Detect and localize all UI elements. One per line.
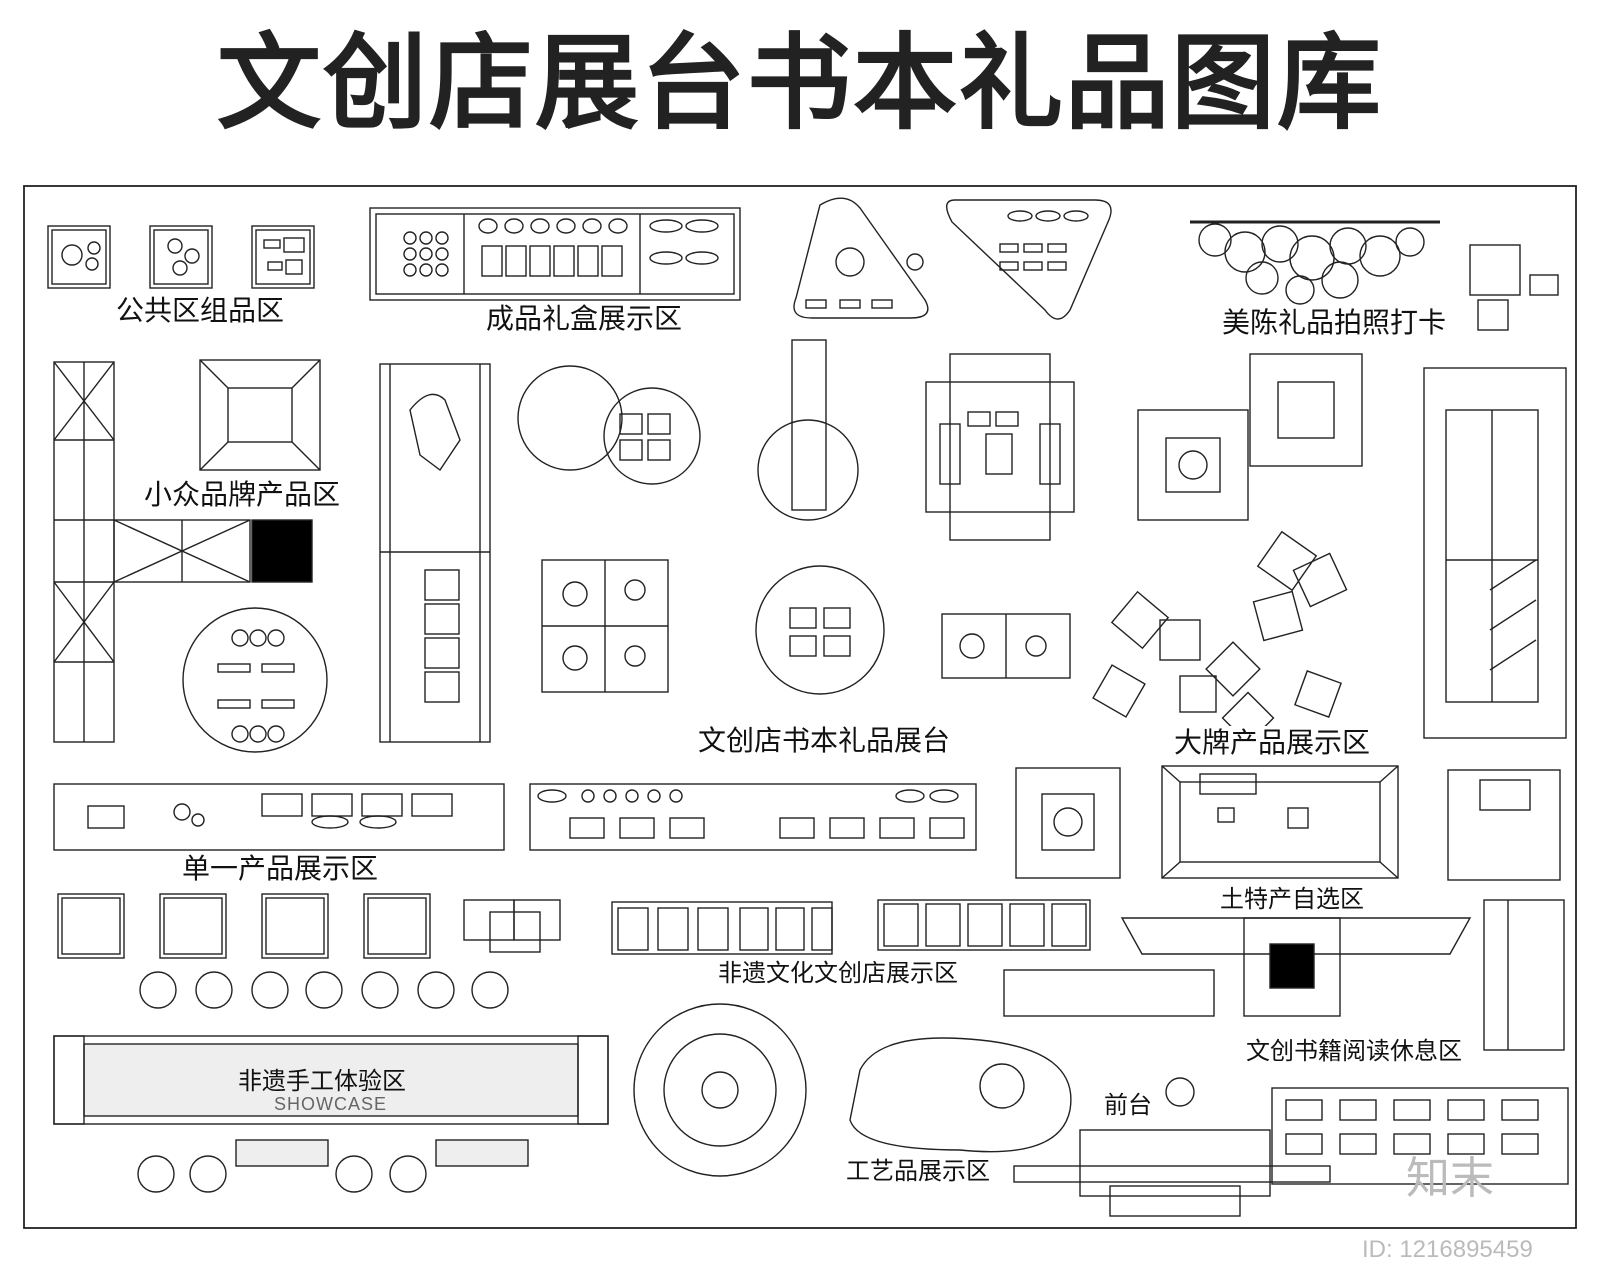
niche-brand-shelves	[53, 359, 328, 753]
zone-label-heritage-culture: 非遗文化文创店展示区	[716, 956, 960, 990]
diamond-tables	[1015, 353, 1363, 879]
zone-label-reading-rest: 文创书籍阅读休息区	[1244, 1034, 1464, 1068]
single-product-counters	[53, 783, 977, 851]
plan-frame	[23, 185, 1577, 1229]
craft-round-table	[633, 1003, 1072, 1177]
zone-label-book-gift-stand: 文创店书本礼品展台	[696, 724, 953, 758]
reading-rest-area	[1003, 899, 1565, 1051]
zone-label-single-product: 单一产品展示区	[180, 852, 381, 886]
tall-right-case	[1423, 367, 1567, 739]
front-desk	[1013, 1077, 1569, 1217]
zone-label-big-brand: 大牌产品展示区	[1172, 726, 1373, 760]
gift-box-counter	[369, 207, 741, 301]
handcraft-table	[53, 971, 609, 1193]
triangle-tables	[793, 197, 1112, 320]
page-title: 文创店展台书本礼品图库	[216, 21, 1383, 144]
four-square-stands	[541, 559, 1071, 693]
zone-label-gift-box: 成品礼盒展示区	[486, 302, 683, 335]
zone-label-photo-spot: 美陈礼品拍照打卡	[1222, 306, 1447, 339]
showcase-label: SHOWCASE	[274, 1094, 388, 1114]
public-group-stands	[47, 225, 315, 289]
balloon-photo-spot	[1190, 220, 1559, 331]
image-id: ID: 1216895459	[1362, 1236, 1533, 1263]
round-tables	[517, 339, 885, 695]
zone-label-public-group: 公共区组品区	[116, 294, 285, 327]
zone-label-front-desk: 前台	[1102, 1088, 1154, 1122]
watermark-logo: 知末	[1406, 1153, 1494, 1204]
small-stands-row	[57, 893, 561, 959]
zone-label-craft-display: 工艺品展示区	[844, 1154, 992, 1188]
zone-label-local-specialty: 土特产自选区	[1218, 882, 1366, 916]
heritage-culture-display	[611, 899, 1091, 955]
long-vertical-table	[379, 363, 491, 743]
zone-label-niche-brand: 小众品牌产品区	[142, 478, 343, 512]
big-brand-counter	[1161, 765, 1561, 881]
zone-label-heritage-handcraft: 非遗手工体验区	[238, 1067, 406, 1095]
scattered-gift-boxes	[1092, 530, 1348, 745]
cross-table	[925, 353, 1075, 541]
